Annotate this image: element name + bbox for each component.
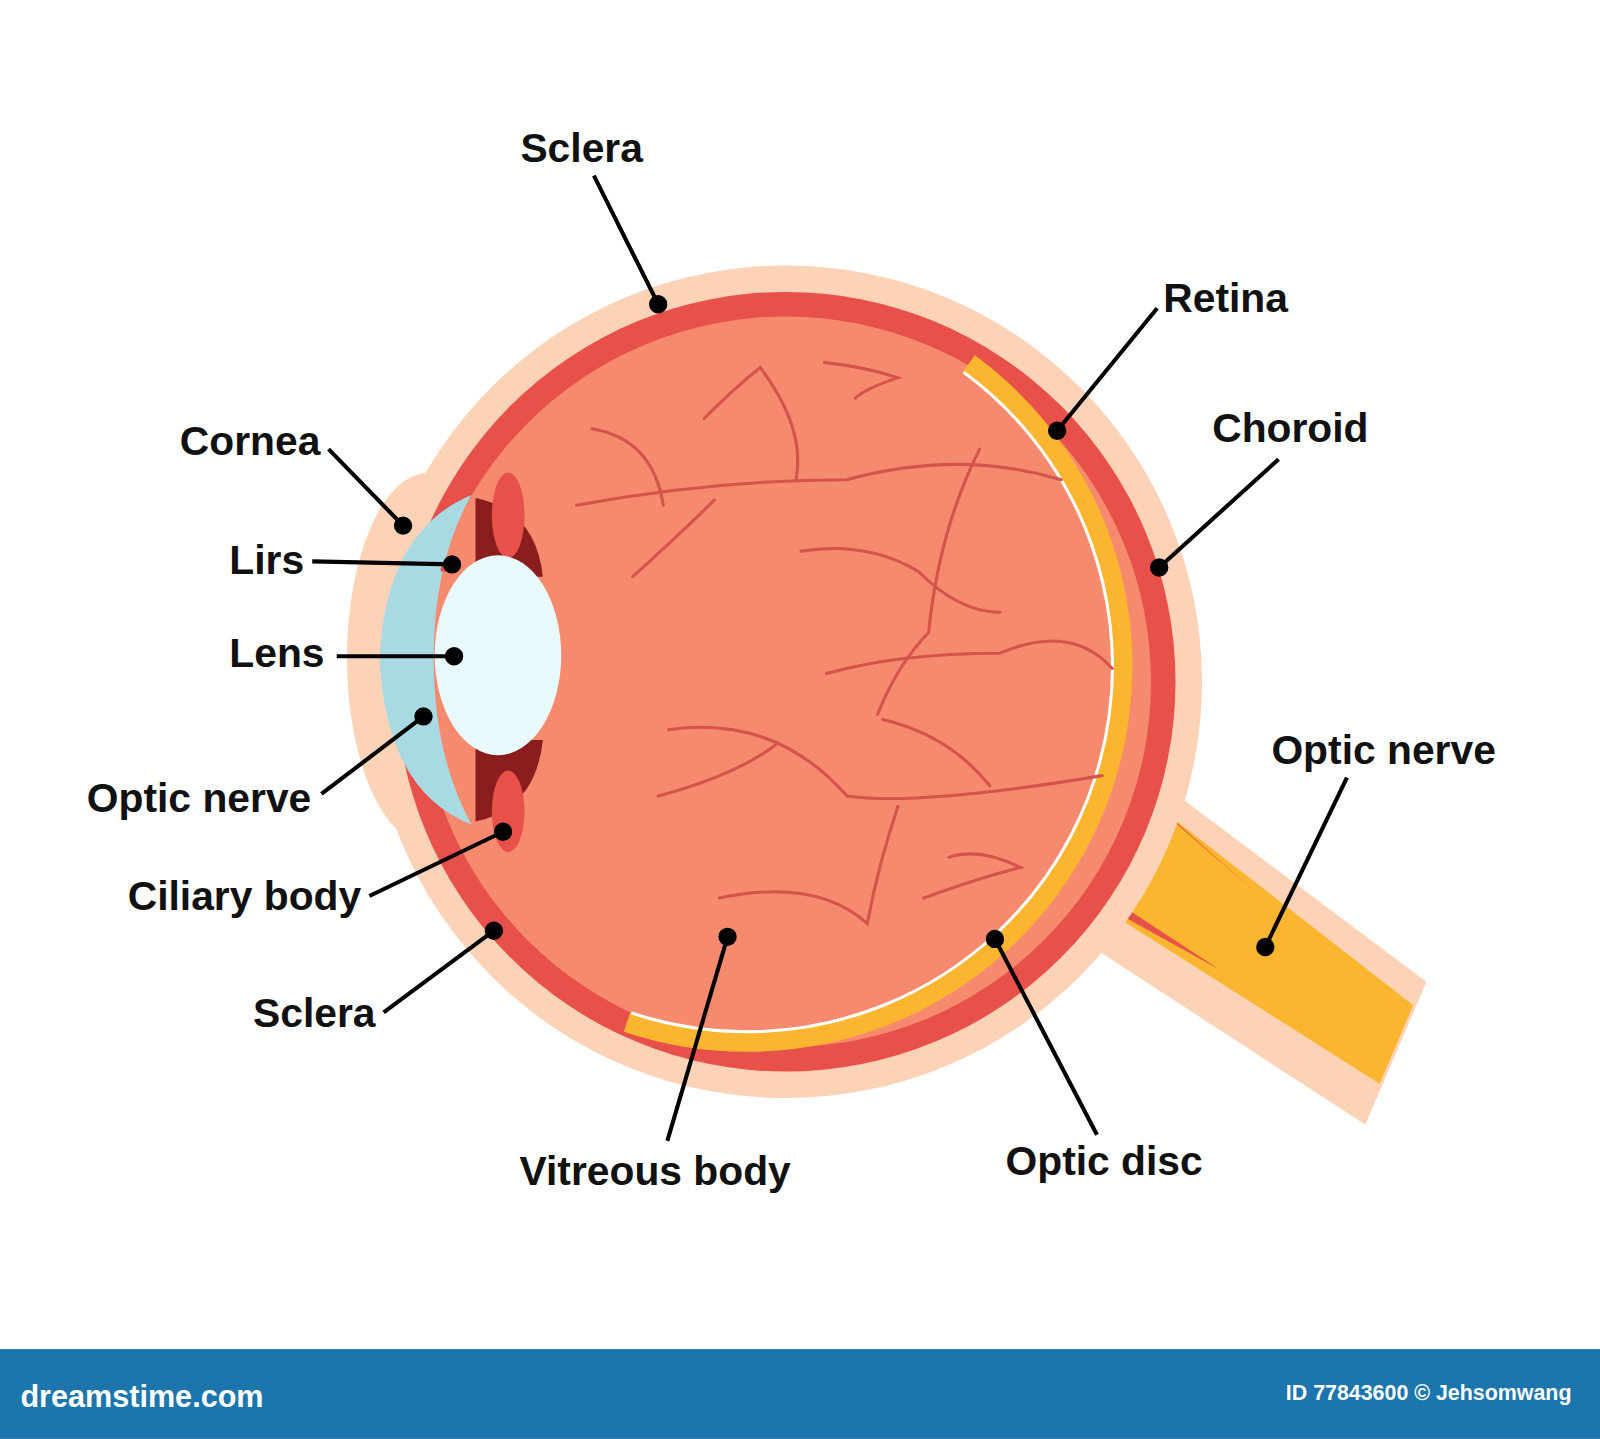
ciliary-body-top (492, 473, 525, 559)
watermark-text: ID 77843600 © Jehsomwang (1286, 1382, 1572, 1406)
lens (435, 555, 562, 755)
blood-vessels (577, 362, 1113, 923)
part-label: Optic nerve (87, 776, 311, 821)
part-label: Ciliary body (128, 874, 362, 919)
sclera-layer (369, 265, 1202, 1098)
cornea (380, 495, 472, 825)
ciliary-body-bottom (492, 771, 525, 853)
leader-lines (312, 176, 1347, 1141)
part-label: Optic nerve (1271, 728, 1495, 773)
retina-layer (627, 363, 1122, 1041)
choroid-layer (396, 292, 1176, 1072)
vitreous-body (420, 316, 1151, 1047)
part-label: Vitreous body (520, 1149, 791, 1194)
part-label: Lens (229, 631, 324, 676)
footer-bar (0, 1349, 1600, 1439)
part-label: Retina (1163, 276, 1288, 321)
retina-line (631, 372, 1112, 1031)
part-label: Optic disc (1006, 1139, 1203, 1184)
part-label: Sclera (520, 126, 643, 171)
part-label: Sclera (253, 991, 376, 1036)
part-label: Cornea (180, 419, 321, 464)
part-label: Choroid (1212, 406, 1368, 451)
watermark-text: dreamstime.com (20, 1380, 263, 1414)
part-label: Lirs (229, 538, 304, 583)
